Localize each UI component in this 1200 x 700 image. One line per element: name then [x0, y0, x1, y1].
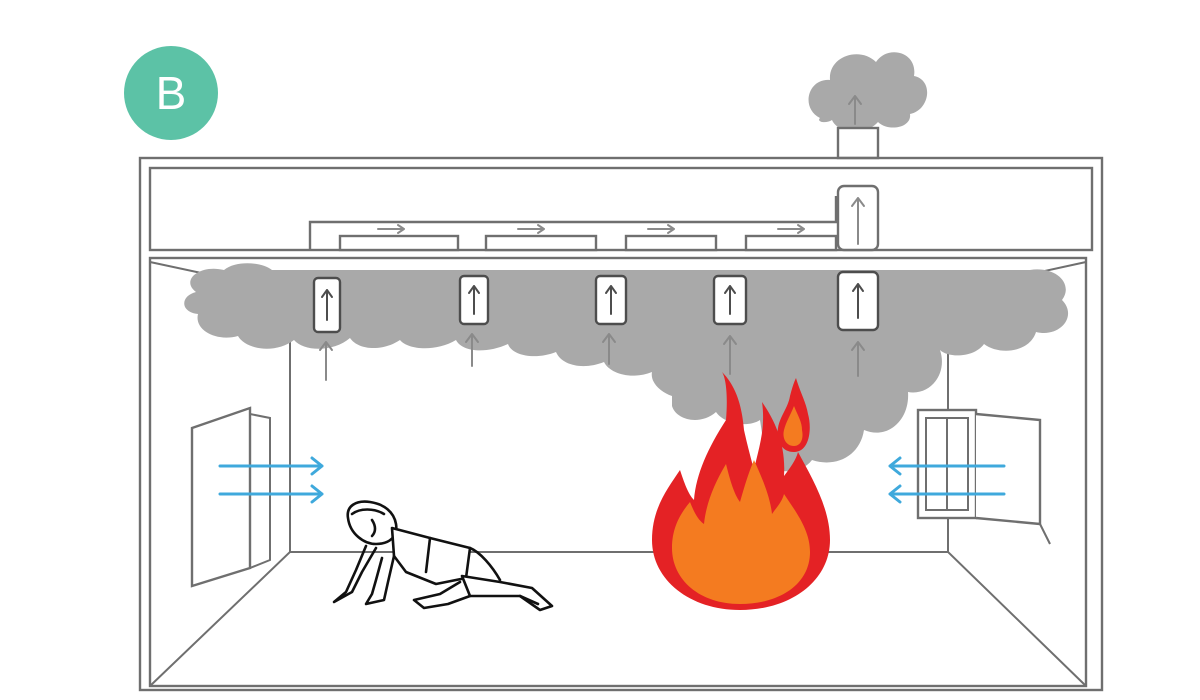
exhaust-vents: [312, 270, 880, 334]
chimney-outlet: [836, 126, 880, 160]
smoke-up-arrow-icon: [851, 341, 865, 377]
fresh-air-arrows-left: [218, 456, 324, 504]
fresh-air-arrows-right: [888, 456, 1006, 504]
airflow-arrow-icon: [888, 456, 1006, 476]
duct-arrow-icon: [647, 224, 675, 234]
section-badge-label: B: [155, 67, 187, 119]
fire-icon: [652, 372, 830, 610]
airflow-arrow-icon: [218, 456, 324, 476]
duct-arrow-icon: [377, 224, 405, 234]
building-frame: [138, 156, 1104, 692]
chimney-smoke-cloud: [808, 52, 928, 132]
open-door-icon: [190, 406, 271, 588]
section-badge: B: [124, 46, 218, 140]
riser-up-arrow-icon: [851, 197, 865, 245]
duct-arrow-icon: [777, 224, 805, 234]
chimney-up-arrow-icon: [848, 95, 862, 125]
smoke-up-arrow-icon: [723, 335, 737, 375]
smoke-up-arrow-icon: [465, 333, 479, 367]
duct-arrow-icon: [517, 224, 545, 234]
open-window-icon: [916, 408, 1051, 545]
smoke-rising-arrows: [319, 333, 865, 381]
airflow-arrow-icon: [218, 484, 324, 504]
smoke-up-arrow-icon: [602, 333, 616, 365]
airflow-arrow-icon: [888, 484, 1006, 504]
smoke-up-arrow-icon: [319, 341, 333, 381]
duct-system: [308, 184, 880, 252]
crawling-person-icon: [332, 500, 554, 612]
